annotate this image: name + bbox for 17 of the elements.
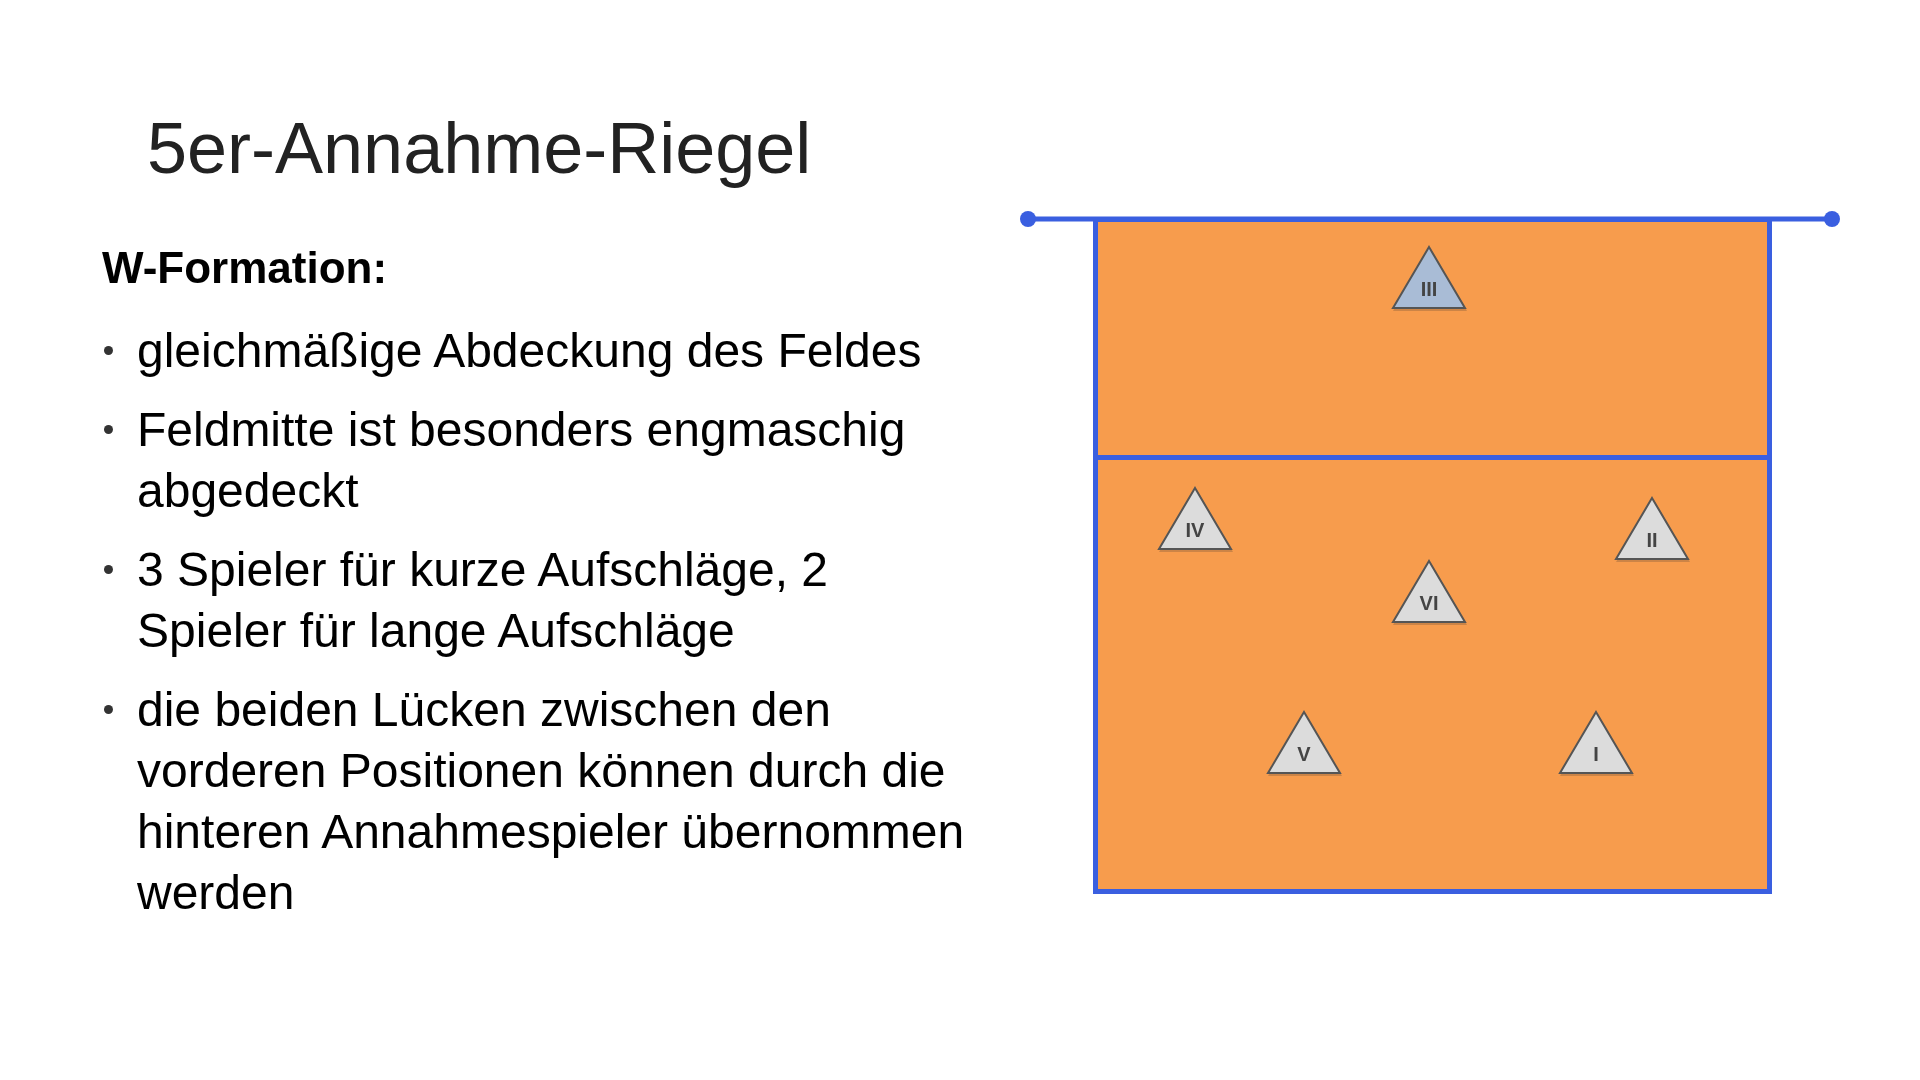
bullet-text: gleichmäßige Abdeckung des Feldes (137, 323, 923, 379)
bullet-text: 3 Spieler für kurze Aufschläge, 2 Spieler für lange Aufschläge (137, 542, 830, 659)
player-triangle (1390, 245, 1468, 313)
player-triangle (1265, 710, 1343, 778)
position-numeral: II (1645, 527, 1659, 553)
position-numeral: IV (1184, 517, 1206, 543)
bullet-text: Feldmitte ist besonders engmaschig abgedeckt (137, 402, 907, 519)
position-numeral: VI (1418, 590, 1440, 616)
subheading: W-Formation: (102, 242, 389, 294)
player-triangle (1557, 710, 1635, 778)
position-numeral: III (1419, 276, 1439, 302)
player-triangle (1613, 496, 1691, 564)
bullet-text: die beiden Lücken zwischen den vorderen Positionen können durch die hinteren Annahmespieler übernommen werden (137, 682, 966, 921)
position-numeral: I (1592, 741, 1600, 767)
player-triangle (1156, 486, 1234, 554)
position-numeral: V (1296, 741, 1312, 767)
player-triangle (1390, 559, 1468, 627)
